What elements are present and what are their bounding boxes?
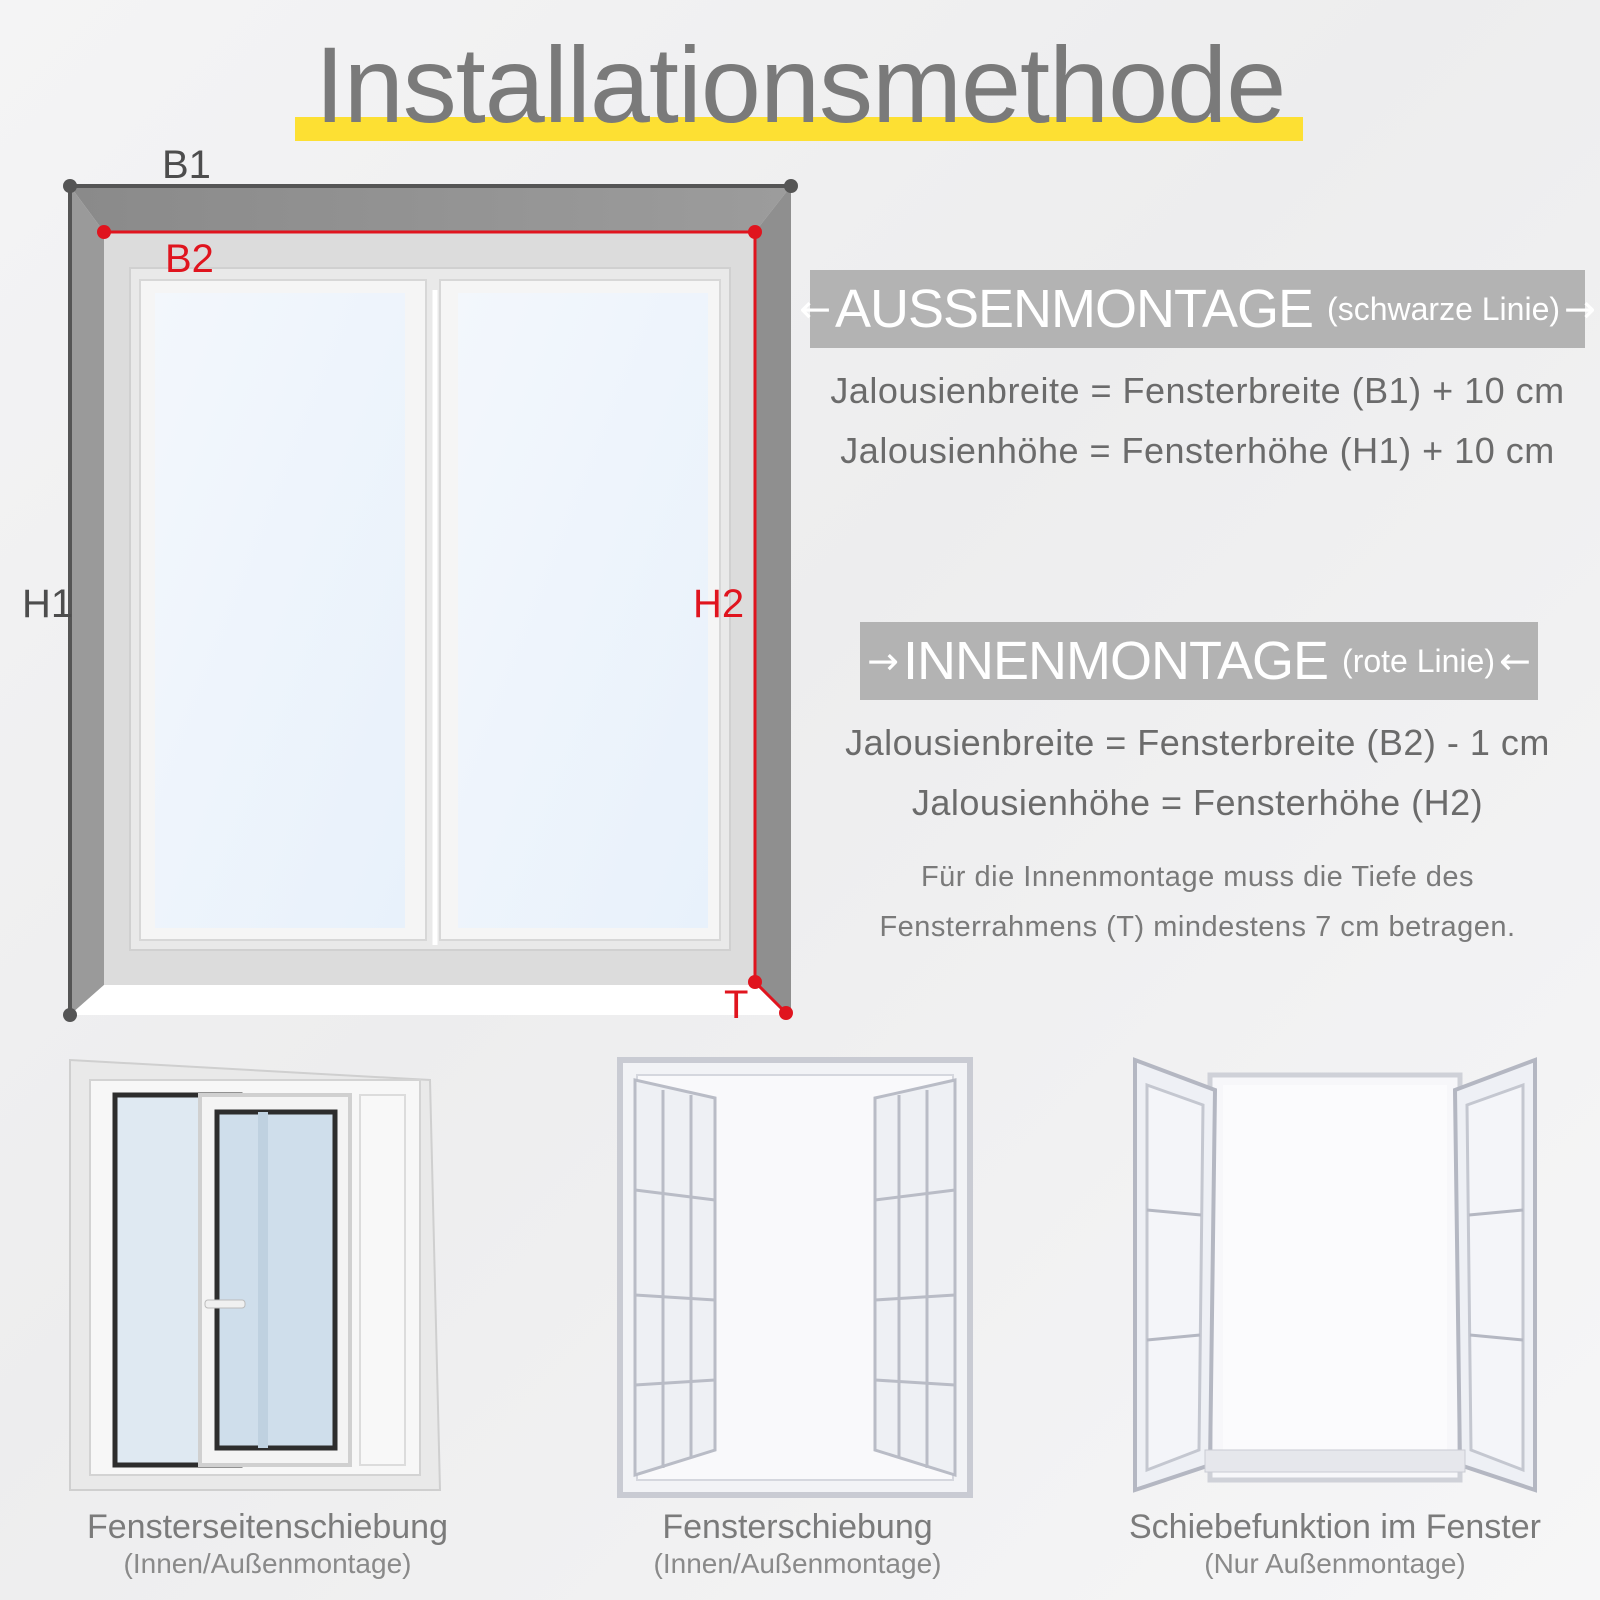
h1-end-dot [63, 1008, 77, 1022]
recess-right-face [755, 186, 791, 1015]
recess-left-face [70, 186, 104, 1015]
note-line-2: Fensterrahmens (T) mindestens 7 cm betra… [879, 911, 1516, 943]
inside-height-formula: Jalousienhöhe = Fensterhöhe (H2) [911, 782, 1484, 823]
page-title: Installationsmethode [314, 24, 1287, 145]
sliding-window-illustration [69, 1058, 442, 1491]
arrow-right-icon: → [1564, 287, 1596, 331]
outside-mount-heading: ← AUSSENMONTAGE (schwarze Linie) → [799, 270, 1596, 348]
t-line [753, 980, 788, 1015]
outside-mount-subtitle: (schwarze Linie) [1327, 290, 1561, 327]
glass-pane-right [458, 293, 708, 928]
caption-title-2: Fensterschiebung [662, 1508, 933, 1546]
h2-end-dot [748, 975, 762, 989]
casement-window-illustration [617, 1057, 973, 1498]
caption-title-1: Fensterseitenschiebung [86, 1508, 448, 1546]
outside-height-formula: Jalousienhöhe = Fensterhöhe (H1) + 10 cm [840, 430, 1555, 471]
b2-start-dot [97, 225, 111, 239]
note-line-1: Für die Innenmontage muss die Tiefe des [920, 861, 1475, 893]
recess-top-face [70, 186, 791, 232]
arrow-left-icon: ← [799, 287, 831, 331]
b2-end-dot [748, 225, 762, 239]
inside-mount-title: INNENMONTAGE [903, 631, 1329, 691]
inside-width-formula: Jalousienbreite = Fensterbreite (B2) - 1… [845, 722, 1550, 763]
b1-end-dot [784, 179, 798, 193]
glass-pane-left [155, 293, 405, 928]
inside-mount-note: Für die Innenmontage muss die Tiefe des … [810, 852, 1585, 952]
label-h2: H2 [693, 582, 744, 626]
outside-width-formula: Jalousienbreite = Fensterbreite (B1) + 1… [830, 370, 1565, 411]
arrow-right-icon: → [867, 639, 900, 683]
caption-subtitle-3: (Nur Außenmontage) [1204, 1548, 1466, 1579]
inside-mount-heading: → INNENMONTAGE (rote Linie) ← [860, 622, 1538, 700]
recess-bottom-face [70, 985, 791, 1015]
arrow-left-icon: ← [1498, 639, 1531, 683]
label-b1: B1 [162, 143, 211, 187]
inside-mount-subtitle: (rote Linie) [1342, 642, 1495, 679]
tilt-window-illustration [1133, 1057, 1537, 1493]
label-t: T [724, 983, 748, 1027]
caption-subtitle-2: (Innen/Außenmontage) [653, 1548, 942, 1579]
title-highlight-bar [295, 117, 1303, 141]
t-end-dot [779, 1006, 793, 1020]
caption-title-3: Schiebefunktion im Fenster [1129, 1508, 1541, 1546]
caption-subtitle-1: (Innen/Außenmontage) [123, 1548, 412, 1579]
outside-mount-title: AUSSENMONTAGE [834, 279, 1314, 339]
b1-start-dot [63, 179, 77, 193]
label-h1: H1 [22, 582, 73, 626]
label-b2: B2 [165, 237, 214, 281]
window-measurement-diagram: B1 B2 H1 H2 T [22, 143, 798, 1027]
